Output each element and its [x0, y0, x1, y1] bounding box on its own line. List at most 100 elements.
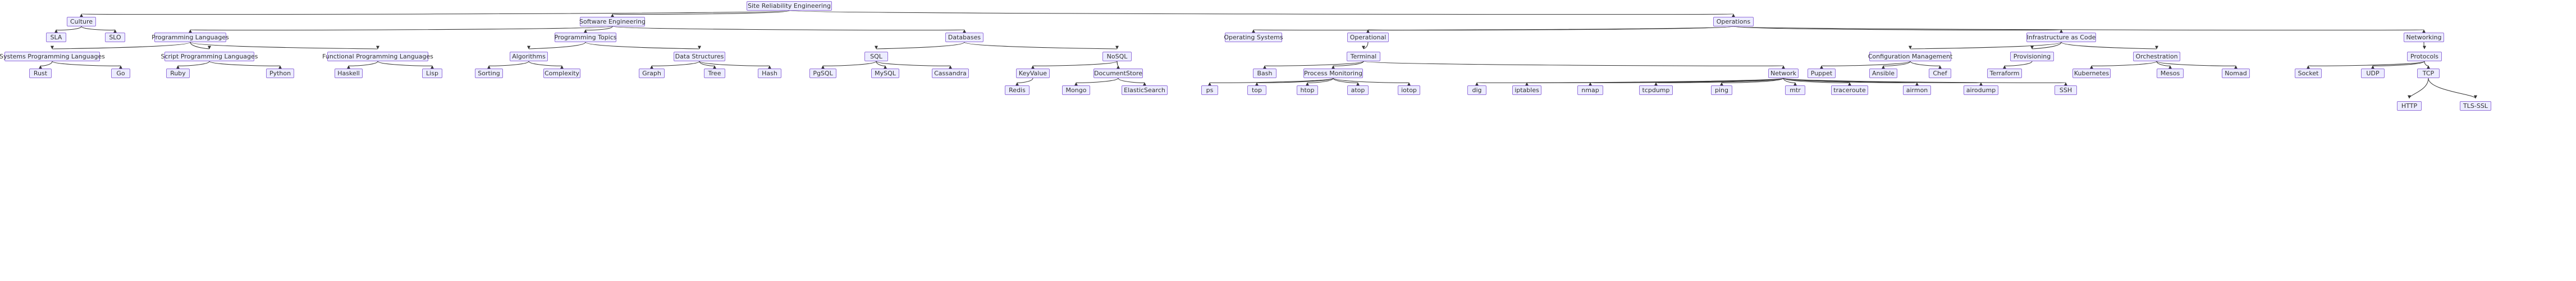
node-orchestration[interactable]: Orchestration [2133, 52, 2180, 61]
node-tls-ssl[interactable]: TLS-SSL [2460, 101, 2491, 111]
node-http[interactable]: HTTP [2397, 101, 2422, 111]
node-mongo[interactable]: Mongo [1062, 85, 1090, 95]
node-software-engineering[interactable]: Software Engineering [579, 17, 646, 26]
node-slo[interactable]: SLO [105, 33, 125, 42]
edge-n24-n53 [2424, 61, 2430, 69]
node-databases[interactable]: Databases [945, 33, 983, 42]
edge-n1-n5 [81, 26, 117, 33]
node-ps[interactable]: ps [1201, 85, 1218, 95]
edge-n43-n62 [1476, 78, 1784, 87]
node-udp[interactable]: UDP [2361, 69, 2385, 78]
node-hash[interactable]: Hash [758, 69, 781, 78]
node-configuration-management[interactable]: Configuration Management [1868, 52, 1953, 61]
node-data-structures[interactable]: Data Structures [674, 52, 725, 61]
node-operations[interactable]: Operations [1713, 17, 1754, 26]
edge-n0-n2 [611, 10, 790, 17]
node-tree[interactable]: Tree [704, 69, 725, 78]
node-sla[interactable]: SLA [46, 33, 66, 42]
node-ansible[interactable]: Ansible [1869, 69, 1897, 78]
node-airodump[interactable]: airodump [1964, 85, 1998, 95]
node-top[interactable]: top [1247, 85, 1266, 95]
node-programming-topics[interactable]: Programming Topics [554, 33, 617, 42]
node-functional-programming-languages[interactable]: Functional Programming Languages [322, 52, 433, 61]
node-mysql[interactable]: MySQL [871, 69, 899, 78]
node-go[interactable]: Go [111, 69, 130, 78]
edge-n3-n9 [1253, 26, 1734, 34]
node-python[interactable]: Python [266, 69, 294, 78]
node-mesos[interactable]: Mesos [2157, 69, 2184, 78]
node-kubernetes[interactable]: Kubernetes [2072, 69, 2111, 78]
node-network[interactable]: Network [1768, 69, 1799, 78]
edge-n14-n27 [176, 61, 210, 69]
edge-n16-n32 [528, 61, 564, 69]
node-dig[interactable]: dig [1467, 85, 1486, 95]
node-haskell[interactable]: Haskell [335, 69, 363, 78]
node-complexity[interactable]: Complexity [543, 69, 580, 78]
node-iptables[interactable]: iptables [1512, 85, 1541, 95]
edge-n43-n68 [1783, 78, 1851, 86]
edge-n6-n13 [52, 42, 191, 49]
node-tcp[interactable]: TCP [2417, 69, 2440, 78]
node-provisioning[interactable]: Provisioning [2010, 52, 2054, 61]
node-algorithms[interactable]: Algorithms [510, 52, 548, 61]
node-mtr[interactable]: mtr [1785, 85, 1805, 95]
node-nomad[interactable]: Nomad [2222, 69, 2250, 78]
node-networking[interactable]: Networking [2404, 33, 2444, 42]
node-traceroute[interactable]: traceroute [1831, 85, 1868, 95]
node-tcpdump[interactable]: tcpdump [1639, 85, 1673, 95]
node-bash[interactable]: Bash [1253, 69, 1276, 78]
node-site-reliability-engineering[interactable]: Site Reliability Engineering [747, 1, 832, 11]
node-ruby[interactable]: Ruby [166, 69, 190, 78]
node-infrastructure-as-code[interactable]: Infrastructure as Code [2026, 33, 2096, 42]
edge-n0-n1 [81, 10, 790, 18]
edge-n2-n8 [612, 26, 965, 34]
node-iotop[interactable]: iotop [1398, 85, 1420, 95]
node-pgsql[interactable]: PgSQL [809, 69, 836, 78]
node-programming-languages[interactable]: Programming Languages [152, 33, 229, 42]
edge-n43-n67 [1783, 78, 1797, 86]
node-airmon[interactable]: airmon [1903, 85, 1931, 95]
node-systems-programming-languages[interactable]: Systems Programming Languages [0, 52, 105, 61]
node-protocols[interactable]: Protocols [2407, 52, 2442, 61]
node-nosql[interactable]: NoSQL [1102, 52, 1132, 61]
node-sorting[interactable]: Sorting [475, 69, 503, 78]
edge-n43-n71 [1783, 78, 2066, 87]
node-operating-systems[interactable]: Operating Systems [1224, 33, 1283, 42]
node-documentstore[interactable]: DocumentStore [1093, 69, 1143, 78]
edge-n11-n21 [1910, 42, 2062, 49]
edge-n18-n37 [876, 61, 887, 69]
node-sql[interactable]: SQL [864, 52, 888, 61]
node-elasticsearch[interactable]: ElasticSearch [1122, 85, 1168, 95]
node-lisp[interactable]: Lisp [422, 69, 442, 78]
node-socket[interactable]: Socket [2295, 69, 2322, 78]
edge-n6-n15 [190, 42, 378, 50]
node-operational[interactable]: Operational [1347, 33, 1389, 42]
edge-n42-n59 [1306, 78, 1334, 86]
node-keyvalue[interactable]: KeyValue [1016, 69, 1050, 78]
node-chef[interactable]: Chef [1929, 69, 1951, 78]
edge-n23-n49 [2156, 61, 2172, 69]
edge-n16-n31 [487, 61, 529, 69]
edge-n39-n54 [1015, 78, 1033, 86]
node-ping[interactable]: ping [1711, 85, 1732, 95]
node-atop[interactable]: atop [1347, 85, 1369, 95]
node-puppet[interactable]: Puppet [1808, 69, 1836, 78]
node-redis[interactable]: Redis [1005, 85, 1030, 95]
edge-n42-n58 [1255, 78, 1334, 86]
node-culture[interactable]: Culture [67, 17, 96, 26]
node-cassandra[interactable]: Cassandra [932, 69, 969, 78]
node-rust[interactable]: Rust [29, 69, 52, 78]
edge-n10-n20 [1362, 42, 1369, 49]
edge-n18-n38 [876, 61, 952, 69]
node-graph[interactable]: Graph [639, 69, 665, 78]
edge-n23-n50 [2156, 61, 2238, 69]
node-process-monitoring[interactable]: Process Monitoring [1303, 69, 1363, 78]
edge-n3-n11 [1733, 26, 2062, 34]
edge-n24-n51 [2307, 61, 2425, 69]
node-script-programming-languages[interactable]: Script Programming Languages [161, 52, 258, 61]
node-htop[interactable]: htop [1297, 85, 1318, 95]
node-ssh[interactable]: SSH [2055, 85, 2077, 95]
node-terminal[interactable]: Terminal [1347, 52, 1380, 61]
node-nmap[interactable]: nmap [1577, 85, 1603, 95]
node-terraform[interactable]: Terraform [1987, 69, 2022, 78]
